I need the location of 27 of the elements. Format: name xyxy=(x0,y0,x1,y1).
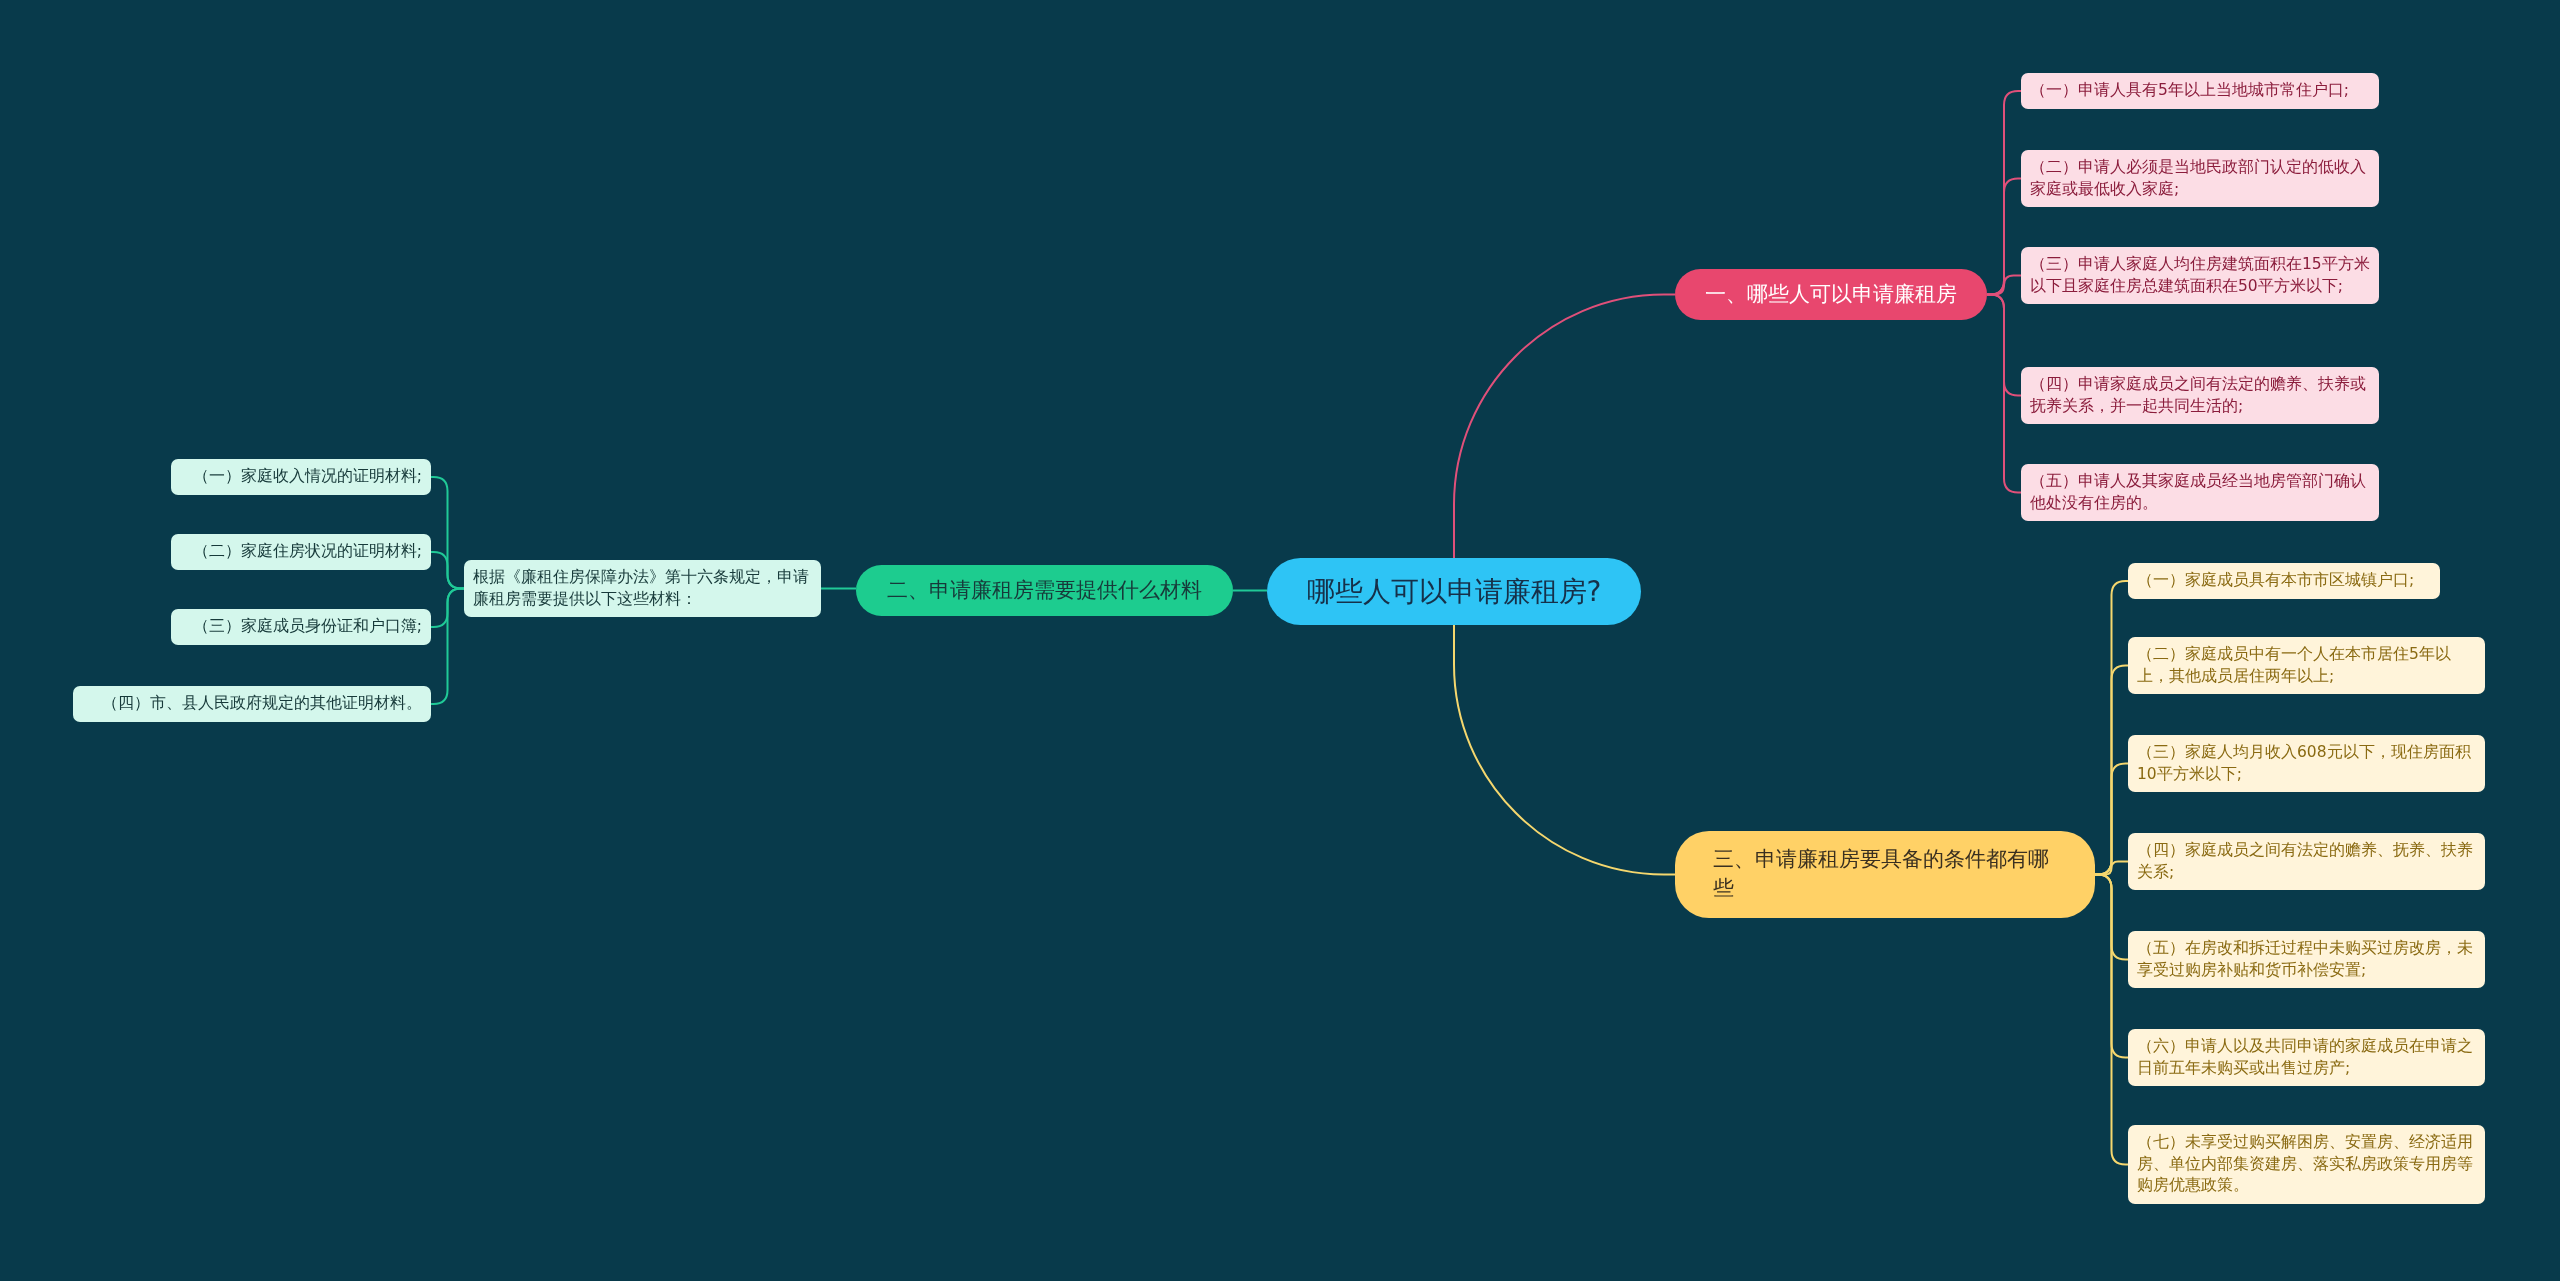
connector-line xyxy=(2094,873,2129,1166)
leaf-topic: （二）申请人必须是当地民政部门认定的低收入家庭或最低收入家庭; xyxy=(2021,150,2379,208)
leaf-topic: （四）市、县人民政府规定的其他证明材料。 xyxy=(73,686,431,722)
leaf-topic: （一）申请人具有5年以上当地城市常住户口; xyxy=(2021,73,2379,109)
leaf-topic: （六）申请人以及共同申请的家庭成员在申请之日前五年未购买或出售过房产; xyxy=(2128,1029,2485,1087)
leaf-topic: （四）申请家庭成员之间有法定的赡养、扶养或抚养关系，并一起共同生活的; xyxy=(2021,367,2379,425)
leaf-topic: （三）申请人家庭人均住房建筑面积在15平方米以下且家庭住房总建筑面积在50平方米以下; xyxy=(2021,247,2379,305)
connector-line xyxy=(1453,624,1676,876)
leaf-topic: （二）家庭成员中有一个人在本市居住5年以上，其他成员居住两年以上; xyxy=(2128,637,2485,695)
leaf-topic: （四）家庭成员之间有法定的赡养、抚养、扶养关系; xyxy=(2128,833,2485,891)
connector-line xyxy=(1453,293,1676,559)
leaf-topic: 根据《廉租住房保障办法》第十六条规定，申请廉租房需要提供以下这些材料： xyxy=(464,560,821,618)
leaf-topic: （五）申请人及其家庭成员经当地房管部门确认他处没有住房的。 xyxy=(2021,464,2379,522)
leaf-topic: （二）家庭住房状况的证明材料; xyxy=(171,534,431,570)
branch-topic: 三、申请廉租房要具备的条件都有哪些 xyxy=(1675,831,2095,918)
branch-topic: 二、申请廉租房需要提供什么材料 xyxy=(856,565,1233,617)
branch-topic: 一、哪些人可以申请廉租房 xyxy=(1675,269,1987,321)
connector-line xyxy=(820,587,857,590)
leaf-topic: （三）家庭成员身份证和户口簿; xyxy=(171,609,431,645)
leaf-topic: （三）家庭人均月收入608元以下，现住房面积10平方米以下; xyxy=(2128,735,2485,793)
leaf-topic: （七）未享受过购买解困房、安置房、经济适用房、单位内部集资建房、落实私房政策专用房等购房优惠政策。 xyxy=(2128,1125,2485,1205)
leaf-topic: （一）家庭成员具有本市市区城镇户口; xyxy=(2128,563,2440,599)
connector-line xyxy=(1232,589,1268,592)
connector-line xyxy=(430,551,465,590)
central-topic: 哪些人可以申请廉租房? xyxy=(1267,558,1641,626)
leaf-topic: （五）在房改和拆迁过程中未购买过房改房，未享受过购房补贴和货币补偿安置; xyxy=(2128,931,2485,989)
leaf-topic: （一）家庭收入情况的证明材料; xyxy=(171,459,431,495)
